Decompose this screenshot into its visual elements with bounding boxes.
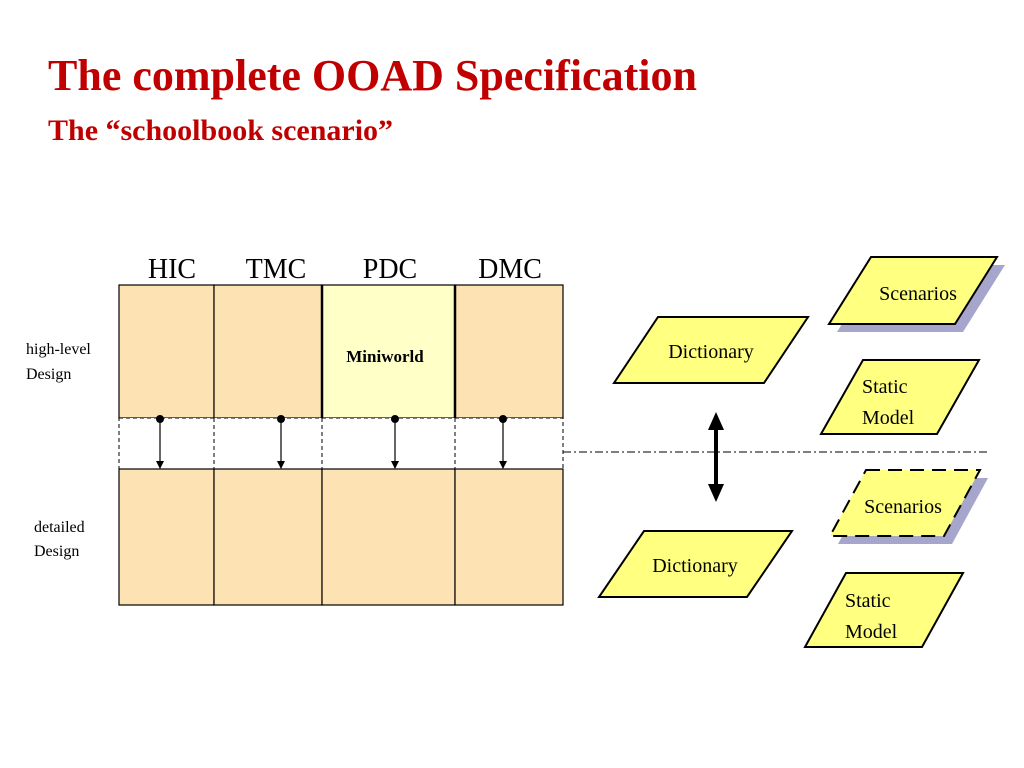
- static-model-detailed-label-1: Static: [845, 590, 891, 612]
- column-header-hic: HIC: [148, 254, 196, 285]
- static-model-high-label-1: Static: [862, 376, 908, 398]
- column-header-pdc: PDC: [363, 254, 417, 285]
- static-model-detailed-shape: [803, 572, 965, 648]
- cell-high-level-dmc: [454, 284, 564, 419]
- slide-subtitle: The “schoolbook scenario”: [48, 114, 394, 147]
- cell-high-level-hic: [118, 284, 215, 419]
- row-label-detailed: detailed: [34, 519, 85, 536]
- dictionary-detailed-label: Dictionary: [652, 555, 738, 577]
- transition-band: [118, 417, 564, 470]
- cell-detailed-tmc: [213, 468, 323, 606]
- dictionary-high-shape: [612, 316, 810, 384]
- column-header-dmc: DMC: [478, 254, 542, 285]
- cell-detailed-dmc: [454, 468, 564, 606]
- scenarios-high-label: Scenarios: [879, 283, 957, 305]
- cell-detailed-pdc: [321, 468, 456, 606]
- static-model-detailed-label-2: Model: [845, 621, 898, 643]
- dictionary-detailed-shape: [597, 530, 794, 598]
- scenarios-detailed-label: Scenarios: [864, 496, 942, 518]
- static-model-high-label-2: Model: [862, 407, 915, 429]
- static-model-high-shape: [819, 359, 981, 435]
- double-arrow-head-bottom: [708, 484, 724, 502]
- row-label-high-level: high-level: [26, 341, 91, 358]
- slide-title: The complete OOAD Specification: [48, 51, 697, 100]
- cell-high-level-tmc: [213, 284, 323, 419]
- row-label-high-level-design: Design: [26, 366, 71, 383]
- scenarios-high-shape: [827, 256, 999, 325]
- row-label-detailed-design: Design: [34, 543, 79, 560]
- dictionary-high-label: Dictionary: [668, 341, 754, 363]
- double-arrow-head-top: [708, 412, 724, 430]
- cell-detailed-hic: [118, 468, 215, 606]
- scenarios-detailed-shape: [828, 469, 982, 537]
- column-header-tmc: TMC: [246, 254, 307, 285]
- miniworld-label: Miniworld: [346, 347, 424, 366]
